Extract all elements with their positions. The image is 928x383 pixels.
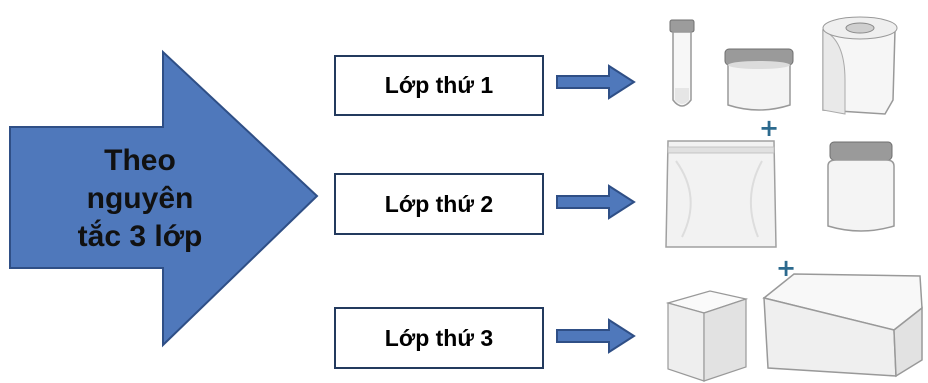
test-tube-icon [669, 19, 695, 107]
layer-2-label: Lớp thứ 2 [384, 190, 494, 217]
small-jar-icon [724, 48, 794, 111]
large-jar-icon [827, 141, 895, 232]
principle-arrow [9, 49, 319, 348]
cardboard-box-icon [665, 290, 749, 382]
paper-towel-roll-icon [822, 16, 898, 115]
zip-bag-icon [665, 140, 777, 248]
layer-1-arrow-icon [556, 64, 636, 100]
layer-3-label: Lớp thứ 3 [384, 324, 494, 351]
lidded-container-icon [762, 273, 923, 378]
plus-sign-1: + [759, 114, 780, 142]
layer-2-arrow-icon [556, 184, 636, 220]
layer-1-box: Lớp thứ 1 [334, 55, 544, 116]
principle-line-1: Theo [104, 144, 176, 177]
principle-line-2: nguyên [86, 182, 194, 215]
layer-3-box: Lớp thứ 3 [334, 307, 544, 369]
principle-text: Theo nguyên tắc 3 lớp [40, 142, 240, 256]
layer-1-label: Lớp thứ 1 [384, 72, 494, 98]
layer-2-box: Lớp thứ 2 [334, 173, 544, 235]
principle-line-3: tắc 3 lớp [77, 220, 203, 253]
plus-sign-2: + [776, 254, 797, 282]
layer-3-arrow-icon [556, 318, 636, 354]
